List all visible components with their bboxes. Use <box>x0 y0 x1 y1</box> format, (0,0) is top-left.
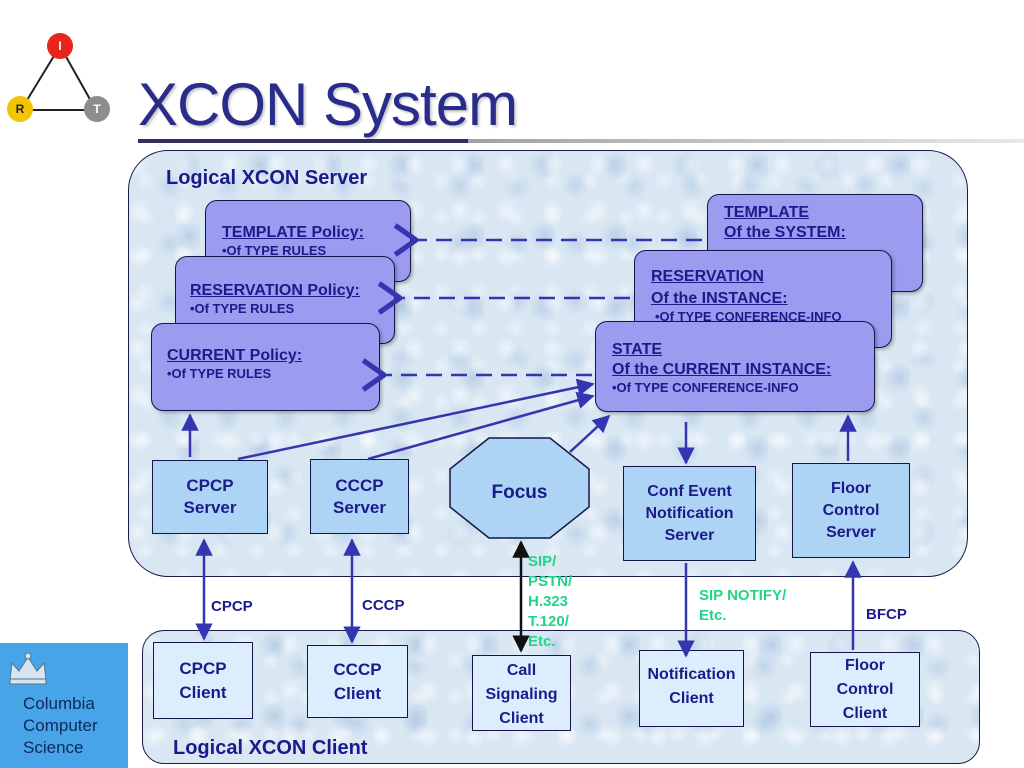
cpcp-server-line1: CPCP <box>186 476 234 495</box>
sip-line5: Etc. <box>528 633 556 650</box>
state-box: STATE Of the CURRENT INSTANCE: •Of TYPE … <box>595 321 875 412</box>
title-rule-light <box>468 139 1024 143</box>
reservation-policy-title: RESERVATION Policy: <box>190 282 360 299</box>
reservation-instance-title1: RESERVATION <box>651 268 764 285</box>
template-system-title2: Of the SYSTEM: <box>724 224 846 241</box>
sip-notify-line1: SIP NOTIFY/ <box>699 587 787 604</box>
current-policy-box: CURRENT Policy: •Of TYPE RULES <box>151 323 380 411</box>
state-sub: •Of TYPE CONFERENCE-INFO <box>612 380 799 395</box>
conf-event-line3: Server <box>664 526 715 544</box>
server-region-label: Logical XCON Server <box>166 167 368 189</box>
cccp-client-box: CCCP Client <box>307 645 408 718</box>
floor-control-line1: Floor <box>831 479 871 497</box>
floor-client-line2: Control <box>836 680 894 698</box>
floor-control-line2: Control <box>822 501 880 519</box>
institution-line3: Science <box>23 738 84 757</box>
logo-node-r: R <box>7 96 33 122</box>
state-title2: Of the CURRENT INSTANCE: <box>612 361 832 378</box>
crown-icon <box>9 652 47 685</box>
cccp-client-line2: Client <box>333 683 382 703</box>
reservation-policy-sub: •Of TYPE RULES <box>190 301 295 316</box>
call-signaling-line1: Call <box>506 662 537 679</box>
reservation-instance-title2: Of the INSTANCE: <box>651 290 788 307</box>
page-title: XCON System <box>138 71 518 138</box>
notification-client-line1: Notification <box>647 665 736 683</box>
sip-protocol-label: SIP/ PSTN/ H.323 T.120/ Etc. <box>528 552 572 652</box>
notification-client-line2: Client <box>669 689 714 707</box>
current-policy-title: CURRENT Policy: <box>167 347 303 364</box>
sip-notify-label: SIP NOTIFY/ Etc. <box>699 586 786 626</box>
floor-control-line3: Server <box>826 523 876 541</box>
logo-node-i: I <box>47 33 73 59</box>
client-region-label: Logical XCON Client <box>173 737 368 759</box>
conf-event-line2: Notification <box>645 504 734 522</box>
call-signaling-line3: Client <box>499 710 544 727</box>
floor-client-line1: Floor <box>845 656 885 674</box>
institution-name: Columbia Computer Science <box>23 693 98 759</box>
sip-notify-line2: Etc. <box>699 607 727 624</box>
focus-octagon: Focus <box>449 437 590 539</box>
cpcp-protocol-label: CPCP <box>211 598 253 615</box>
sip-line4: T.120/ <box>528 613 569 630</box>
cpcp-client-box: CPCP Client <box>153 642 253 719</box>
cccp-server-line1: CCCP <box>335 475 384 495</box>
focus-label: Focus <box>491 482 548 503</box>
cccp-client-line1: CCCP <box>333 659 382 679</box>
template-policy-title: TEMPLATE Policy: <box>222 224 364 241</box>
call-signaling-line2: Signaling <box>485 686 558 703</box>
irt-logo: I R T <box>0 28 125 138</box>
cpcp-server-line2: Server <box>183 498 237 517</box>
floor-client-line3: Client <box>842 704 888 722</box>
cccp-server-line2: Server <box>333 497 386 517</box>
template-system-title1: TEMPLATE <box>724 204 810 221</box>
sip-line2: PSTN/ <box>528 573 573 590</box>
sip-line3: H.323 <box>528 593 569 610</box>
cpcp-client-line2: Client <box>179 682 227 702</box>
institution-line2: Computer <box>23 716 98 735</box>
cpcp-server-box: CPCP Server <box>152 460 268 534</box>
conf-event-line1: Conf Event <box>647 482 732 500</box>
cpcp-client-line1: CPCP <box>179 658 227 678</box>
current-policy-sub: •Of TYPE RULES <box>167 366 272 381</box>
logo-node-t: T <box>84 96 110 122</box>
title-rule-dark <box>138 139 468 143</box>
reservation-instance-sub: •Of TYPE CONFERENCE-INFO <box>655 309 842 324</box>
template-policy-sub: •Of TYPE RULES <box>222 243 327 258</box>
institution-line1: Columbia <box>23 694 95 713</box>
columbia-logo: Columbia Computer Science <box>0 643 128 768</box>
bfcp-protocol-label: BFCP <box>866 606 907 623</box>
state-title1: STATE <box>612 341 663 358</box>
sip-line1: SIP/ <box>528 553 557 570</box>
cccp-protocol-label: CCCP <box>362 597 405 614</box>
